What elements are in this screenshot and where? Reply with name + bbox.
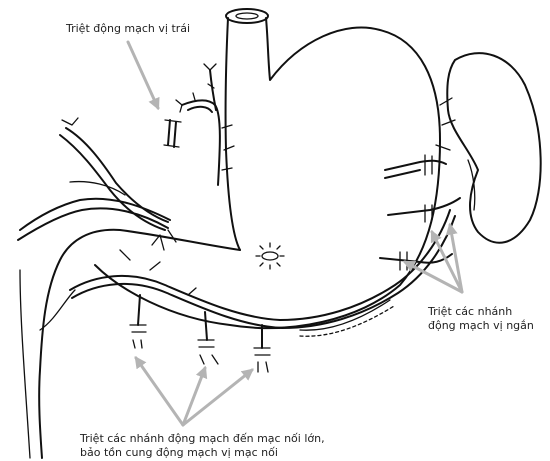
gastroepiploic-arcade xyxy=(40,210,455,336)
omental-branches xyxy=(120,250,270,372)
arrow-omental-1 xyxy=(136,358,183,425)
left-gastric-artery xyxy=(164,64,234,185)
arrow-left-gastric xyxy=(128,42,158,108)
label-omental-branches: Triệt các nhánh động mạch đến mạc nối lớ… xyxy=(80,432,325,460)
spleen xyxy=(447,53,540,243)
label-short-gastric-line2: động mạch vị ngắn xyxy=(428,319,534,333)
esophagus xyxy=(226,9,268,23)
label-omental-line2: bảo tồn cung động mạch vị mạc nối xyxy=(80,446,325,460)
celiac-vessels xyxy=(18,118,176,250)
label-short-gastric: Triệt các nhánh động mạch vị ngắn xyxy=(428,305,534,333)
pylorus-marker xyxy=(256,243,284,269)
stomach-outline xyxy=(20,18,440,458)
label-short-gastric-line1: Triệt các nhánh xyxy=(428,305,534,319)
label-left-gastric: Triệt động mạch vị trái xyxy=(66,22,190,36)
label-omental-line1: Triệt các nhánh động mạch đến mạc nối lớ… xyxy=(80,432,325,446)
pointer-arrows xyxy=(128,42,462,425)
short-gastric-branches xyxy=(380,98,460,270)
